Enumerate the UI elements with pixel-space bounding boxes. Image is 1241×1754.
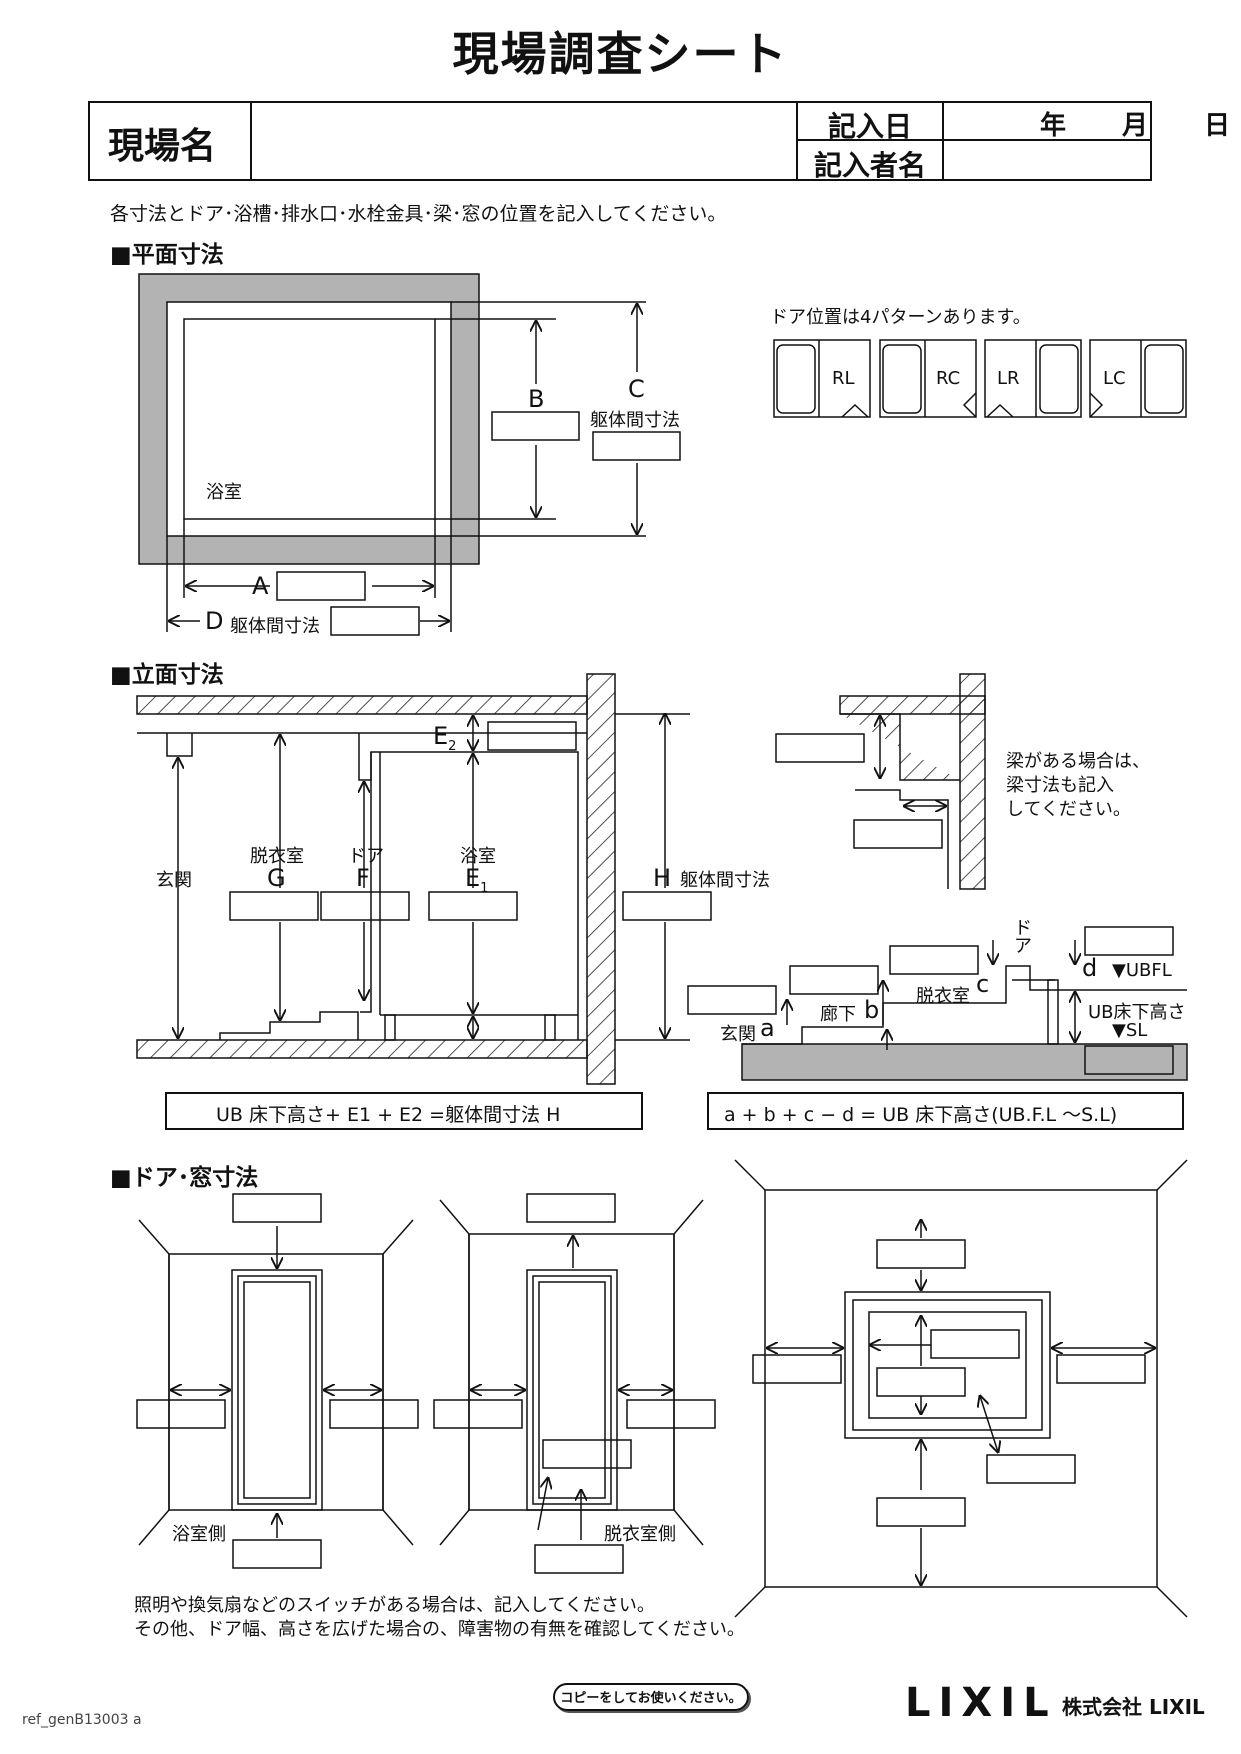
plan-drawing [138, 273, 1187, 636]
step-entrance-label: 玄関 [720, 1024, 756, 1045]
writer-label-cell: 記入者名 [798, 141, 944, 182]
instruction-text: 各寸法とドア･浴槽･排水口･水栓金具･梁･窓の位置を記入してください。 [110, 203, 727, 225]
step-d: d [1082, 954, 1098, 982]
bath-label: 浴室 [460, 846, 496, 867]
label-f: F [356, 864, 370, 892]
door-pattern-rl [773, 339, 871, 418]
step-door-label: ドア [1014, 918, 1032, 957]
entrance-label: 玄関 [156, 870, 192, 891]
month-unit: 月 [1122, 111, 1149, 141]
formula-right: a + b + c − d = UB 床下高さ(UB.F.L ～S.L) [724, 1104, 1118, 1126]
plan-heading: ■平面寸法 [110, 242, 224, 268]
writer-label: 記入者名 [814, 149, 927, 182]
door-window-drawings [136, 1159, 1188, 1618]
lixil-logo: LIXIL [905, 1680, 1057, 1726]
ub-floor-height-label: UB床下高さ [1088, 1002, 1186, 1023]
dressing-label: 脱衣室 [250, 846, 304, 867]
document-id: ref_genB13003 a [22, 1712, 142, 1728]
label-h: H [653, 864, 672, 892]
site-name-field[interactable] [252, 103, 798, 179]
bathroom-label: 浴室 [206, 482, 242, 503]
formula-left: UB 床下高さ+ E1 + E2 =躯体間寸法 H [216, 1104, 561, 1126]
door-window-heading: ■ドア･窓寸法 [110, 1165, 259, 1191]
date-field[interactable]: 年 月 日 [944, 103, 1230, 141]
label-a: A [252, 572, 269, 600]
label-e2: E2 [433, 722, 457, 754]
label-d-body-dim: 躯体間寸法 [230, 616, 320, 637]
door-pattern-lc [1089, 339, 1187, 418]
door-pattern-note: ドア位置は4パターンあります。 [770, 307, 1031, 328]
label-b: B [528, 385, 545, 413]
step-a: a [760, 1014, 775, 1042]
label-c: C [628, 375, 645, 403]
date-label-cell: 記入日 [798, 103, 944, 143]
door-pattern-label-rc: RC [936, 368, 961, 389]
label-c-body-dim: 躯体間寸法 [590, 410, 680, 431]
dressing-side-label: 脱衣室側 [604, 1524, 676, 1545]
label-h-body-dim: 躯体間寸法 [680, 870, 770, 891]
label-g: G [267, 864, 286, 892]
door-label: ドア [348, 846, 384, 867]
sl-label: ▼SL [1112, 1020, 1148, 1041]
label-e1: E1 [465, 864, 489, 896]
door-pattern-label-lc: LC [1103, 368, 1126, 389]
day-unit: 日 [1204, 111, 1231, 141]
elevation-drawing [136, 673, 1188, 1130]
page-title: 現場調査シート [452, 27, 789, 81]
door-pattern-lr [984, 339, 1082, 418]
step-hall-label: 廊下 [820, 1004, 856, 1025]
site-name-label: 現場名 [108, 126, 217, 167]
ubfl-label: ▼UBFL [1112, 960, 1172, 981]
step-c: c [976, 970, 990, 998]
door-pattern-rc [879, 339, 977, 418]
elevation-heading: ■立面寸法 [110, 662, 224, 688]
beam-note: 梁がある場合は、 梁寸法も記入 してください。 [1006, 751, 1150, 820]
bath-side-label: 浴室側 [172, 1524, 226, 1545]
step-dressing-label: 脱衣室 [916, 986, 970, 1007]
site-name-label-cell: 現場名 [90, 103, 252, 179]
door-window-notes: 照明や換気扇などのスイッチがある場合は、記入してください。 その他、ドア幅、高さ… [134, 1595, 745, 1640]
label-d: D [205, 607, 224, 635]
date-label: 記入日 [828, 110, 913, 143]
copy-note-badge: コピーをしてお使いください。 [553, 1683, 749, 1711]
company-name: 株式会社 LIXIL [1062, 1695, 1205, 1719]
header-table: 現場名 記入日 年 月 日 記入者名 [88, 101, 1230, 182]
door-pattern-label-lr: LR [997, 368, 1020, 389]
door-pattern-label-rl: RL [832, 368, 855, 389]
step-b: b [864, 996, 880, 1024]
year-unit: 年 [1040, 111, 1067, 141]
